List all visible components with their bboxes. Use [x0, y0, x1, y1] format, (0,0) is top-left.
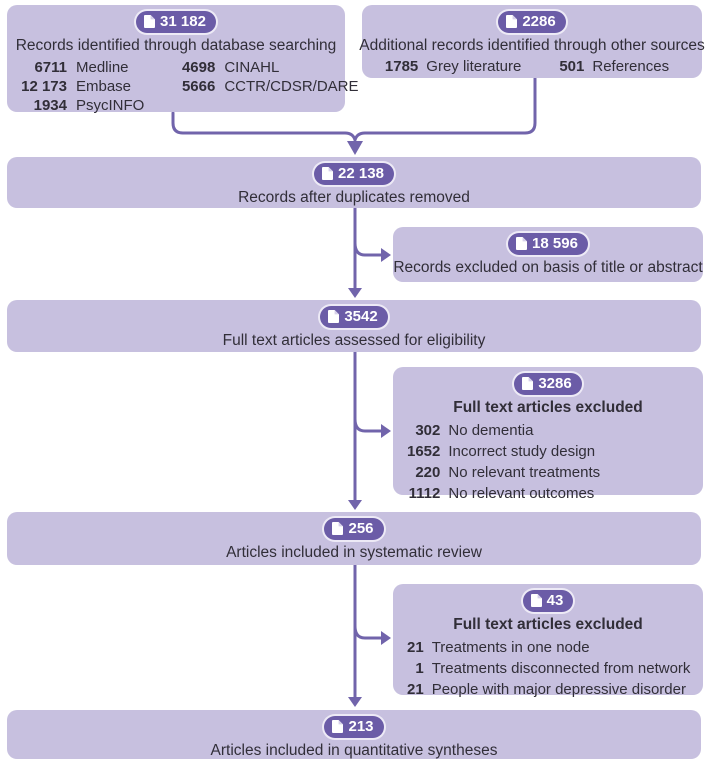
node-title: Full text articles excluded — [453, 616, 643, 633]
badge-count: 18 596 — [532, 235, 578, 252]
count-label: CCTR/CDSR/DARE — [224, 78, 359, 95]
reason-label: No relevant outcomes — [448, 485, 595, 502]
reason-value: 220 — [415, 464, 441, 481]
source-count-list: 6711 Medline 4698 CINAHL 12 173 Embase 5… — [15, 58, 369, 115]
reason-value: 302 — [415, 422, 441, 439]
badge-count: 43 — [546, 592, 564, 609]
merge-arrowhead-icon — [347, 141, 363, 155]
count-value: 6711 — [34, 59, 67, 76]
count-label: Grey literature — [426, 58, 522, 75]
count-badge: 31 182 — [136, 11, 216, 33]
count-label: Medline — [76, 59, 129, 76]
document-icon — [530, 594, 542, 607]
count-badge: 3286 — [514, 373, 582, 395]
full-text-excluded-branch-line — [353, 417, 383, 433]
node-title: Records excluded on basis of title or ab… — [393, 259, 703, 276]
reason-value: 1 — [415, 660, 424, 677]
node-title: Full text articles assessed for eligibil… — [222, 332, 486, 349]
count-value: 5666 — [181, 78, 216, 95]
count-value: 1785 — [384, 58, 419, 75]
badge-count: 3286 — [538, 375, 572, 392]
node-title: Records identified through database sear… — [15, 37, 337, 54]
node-title: Additional records identified through ot… — [359, 37, 705, 54]
document-icon — [522, 377, 534, 390]
node-title: Articles included in quantitative synthe… — [210, 742, 498, 759]
eligibility-arrowhead-icon — [348, 500, 362, 510]
source-count-list: 1785 Grey literature 501 References — [385, 57, 679, 76]
badge-count: 2286 — [522, 13, 556, 30]
reason-label: People with major depressive disorder — [431, 681, 686, 698]
box-database-records: 31 182 Records identified through databa… — [7, 5, 359, 114]
box-systematic-review: 256 Articles included in systematic revi… — [7, 512, 701, 565]
reason-value: 21 — [407, 639, 424, 656]
node-title: Records after duplicates removed — [238, 189, 470, 206]
reason-value: 21 — [407, 681, 424, 698]
badge-count: 22 138 — [338, 165, 384, 182]
node-title: Full text articles excluded — [453, 399, 643, 416]
box-excluded-title-abstract: 18 596 Records excluded on basis of titl… — [393, 227, 703, 282]
document-icon — [322, 167, 334, 180]
count-pair: 501 References — [559, 57, 679, 76]
badge-count: 3542 — [344, 308, 378, 325]
document-icon — [506, 15, 518, 28]
count-label: CINAHL — [224, 59, 280, 76]
title-abstract-branch-line — [353, 241, 383, 257]
badge-count: 31 182 — [160, 13, 206, 30]
reason-label: No relevant treatments — [448, 464, 601, 481]
screening-arrowhead-icon — [348, 288, 362, 298]
box-full-text-assessed: 3542 Full text articles assessed for eli… — [7, 300, 701, 352]
box-quantitative-syntheses: 213 Articles included in quantitative sy… — [7, 710, 701, 759]
node-title: Articles included in systematic review — [226, 544, 482, 561]
count-value: 12 173 — [21, 78, 67, 95]
box-full-text-excluded: 3286 Full text articles excluded 302 No … — [393, 367, 703, 502]
document-icon — [144, 15, 156, 28]
count-badge: 22 138 — [314, 163, 394, 185]
reason-label: Incorrect study design — [448, 443, 596, 460]
count-badge: 3542 — [320, 306, 388, 328]
count-value: 4698 — [181, 59, 216, 76]
synthesis-excluded-arrowhead-icon — [381, 631, 391, 645]
reason-value: 1652 — [407, 443, 441, 460]
exclusion-reason-list: 21 Treatments in one node 1 Treatments d… — [407, 637, 700, 700]
count-label: Embase — [76, 78, 132, 95]
count-label: PsycINFO — [76, 97, 145, 114]
count-badge: 2286 — [498, 11, 566, 33]
badge-count: 256 — [348, 520, 374, 537]
count-value: 1934 — [33, 97, 67, 114]
count-badge: 18 596 — [508, 233, 588, 255]
count-value: 501 — [559, 58, 585, 75]
document-icon — [332, 720, 344, 733]
count-badge: 213 — [324, 716, 384, 738]
reason-label: Treatments in one node — [431, 639, 590, 656]
synthesis-excluded-branch-line — [353, 624, 383, 640]
box-synthesis-excluded: 43 Full text articles excluded 21 Treatm… — [393, 584, 703, 698]
document-icon — [516, 237, 528, 250]
title-abstract-arrowhead-icon — [381, 248, 391, 262]
box-duplicates-removed: 22 138 Records after duplicates removed — [7, 157, 701, 208]
badge-count: 213 — [348, 718, 374, 735]
box-other-sources: 2286 Additional records identified throu… — [359, 5, 705, 78]
reason-value: 1112 — [408, 485, 441, 502]
reason-label: Treatments disconnected from network — [431, 660, 691, 677]
count-badge: 256 — [324, 518, 384, 540]
inclusion-arrowhead-icon — [348, 697, 362, 707]
document-icon — [332, 522, 344, 535]
document-icon — [328, 310, 340, 323]
full-text-excluded-arrowhead-icon — [381, 424, 391, 438]
reason-label: No dementia — [448, 422, 534, 439]
count-label: References — [592, 58, 670, 75]
exclusion-reason-list: 302 No dementia 1652 Incorrect study des… — [407, 420, 610, 504]
count-pair: 1785 Grey literature — [385, 57, 531, 76]
count-badge: 43 — [522, 590, 574, 612]
